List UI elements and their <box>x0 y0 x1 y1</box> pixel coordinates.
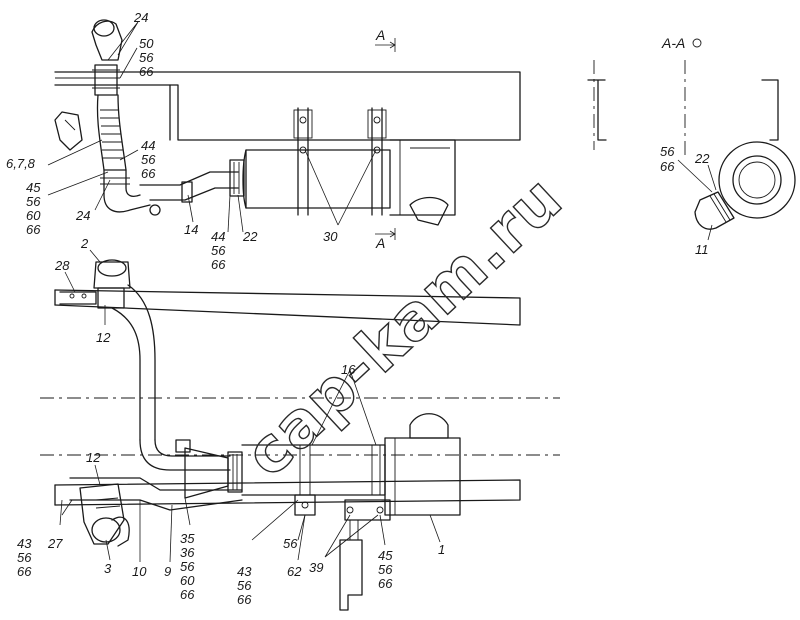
callout-line: 56 <box>26 194 41 209</box>
callout-line: 45 <box>26 180 41 195</box>
callout-45-56-60-66-upper: 45 56 60 66 <box>26 180 41 237</box>
callout-12-lower: 12 <box>86 450 101 465</box>
callout-22-upper: 22 <box>242 229 258 244</box>
callout-line: 43 <box>237 564 252 579</box>
callout-56-66-section: 56 66 <box>660 144 675 174</box>
section-a-a-detail: A-A <box>587 35 796 230</box>
lower-upper-frame-rail <box>54 289 521 326</box>
callout-line: 36 <box>180 545 195 560</box>
callout-39: 39 <box>309 560 323 575</box>
callout-line: 60 <box>26 208 41 223</box>
callout-24-lower: 24 <box>75 208 90 223</box>
view-mark-top: A <box>375 27 385 43</box>
upper-outlet-pipe <box>139 159 245 203</box>
corrugated-hose <box>96 94 127 171</box>
callout-line: 66 <box>26 222 41 237</box>
callout-22-section: 22 <box>694 151 710 166</box>
callout-35-36-56-60-66: 35 36 56 60 66 <box>180 531 195 602</box>
callout-line: 44 <box>141 138 155 153</box>
lower-frame-rail <box>54 477 521 511</box>
callout-62: 62 <box>287 564 302 579</box>
upper-muffler <box>242 139 456 226</box>
section-marks: A A <box>375 27 396 251</box>
callout-labels: 24 50 56 66 44 56 66 6,7,8 45 56 60 66 2… <box>6 10 710 607</box>
callout-line: 50 <box>139 36 154 51</box>
callout-43-56-66-left: 43 56 66 <box>17 536 32 579</box>
callout-56: 56 <box>283 536 298 551</box>
lower-left-turbo <box>79 483 130 547</box>
upper-flange-elbow <box>91 19 123 96</box>
upper-frame-rail <box>54 71 521 141</box>
callout-line: 66 <box>139 64 154 79</box>
callout-45-56-66-lower: 45 56 66 <box>378 548 393 591</box>
callout-line: 66 <box>237 592 252 607</box>
callout-line: 66 <box>211 257 226 272</box>
callout-line: 56 <box>139 50 154 65</box>
callout-12-upper: 12 <box>96 330 111 345</box>
callout-line: 60 <box>180 573 195 588</box>
callout-line: 56 <box>141 152 156 167</box>
callout-1: 1 <box>438 542 445 557</box>
centerlines <box>40 397 560 456</box>
callout-10: 10 <box>132 564 147 579</box>
callout-30: 30 <box>323 229 338 244</box>
callout-28: 28 <box>54 258 70 273</box>
callout-line: 56 <box>180 559 195 574</box>
callout-11: 11 <box>695 242 709 257</box>
callout-line: 66 <box>17 564 32 579</box>
callout-9: 9 <box>164 564 171 579</box>
callout-16: 16 <box>341 362 356 377</box>
callout-43-56-66-center: 43 56 66 <box>237 564 252 607</box>
callout-line: 56 <box>237 578 252 593</box>
upper-muffler-straps <box>293 107 387 216</box>
callout-27: 27 <box>47 536 63 551</box>
callout-line: 66 <box>660 159 675 174</box>
callout-line: 66 <box>378 576 393 591</box>
lower-vertical-pipe <box>111 284 231 471</box>
callout-2: 2 <box>80 236 89 251</box>
section-rotate-icon <box>692 38 702 48</box>
callout-44-56-66-mid: 44 56 66 <box>211 229 226 272</box>
callout-line: 66 <box>141 166 156 181</box>
callout-line: 45 <box>378 548 393 563</box>
view-mark-bottom: A <box>375 235 385 251</box>
callout-44-56-66-upper: 44 56 66 <box>141 138 156 181</box>
callout-24-top: 24 <box>133 10 148 25</box>
callout-line: 56 <box>660 144 675 159</box>
callout-14: 14 <box>184 222 198 237</box>
callout-6-7-8: 6,7,8 <box>6 156 36 171</box>
callout-line: 66 <box>180 587 195 602</box>
callout-leaders <box>47 21 717 563</box>
site-watermark: cap-kam.ru <box>230 162 576 491</box>
callout-line: 35 <box>180 531 195 546</box>
callout-3: 3 <box>104 561 112 576</box>
lower-brackets <box>294 494 391 611</box>
callout-line: 43 <box>17 536 32 551</box>
section-title: A-A <box>661 35 685 51</box>
lower-muffler <box>241 413 461 516</box>
upper-downpipe <box>100 169 161 216</box>
callout-line: 56 <box>378 562 393 577</box>
callout-line: 56 <box>17 550 32 565</box>
upper-bracket <box>54 111 83 151</box>
callout-line: 56 <box>211 243 226 258</box>
lower-flange-and-bracket <box>59 259 131 309</box>
callout-50-56-66: 50 56 66 <box>139 36 154 79</box>
callout-line: 44 <box>211 229 225 244</box>
